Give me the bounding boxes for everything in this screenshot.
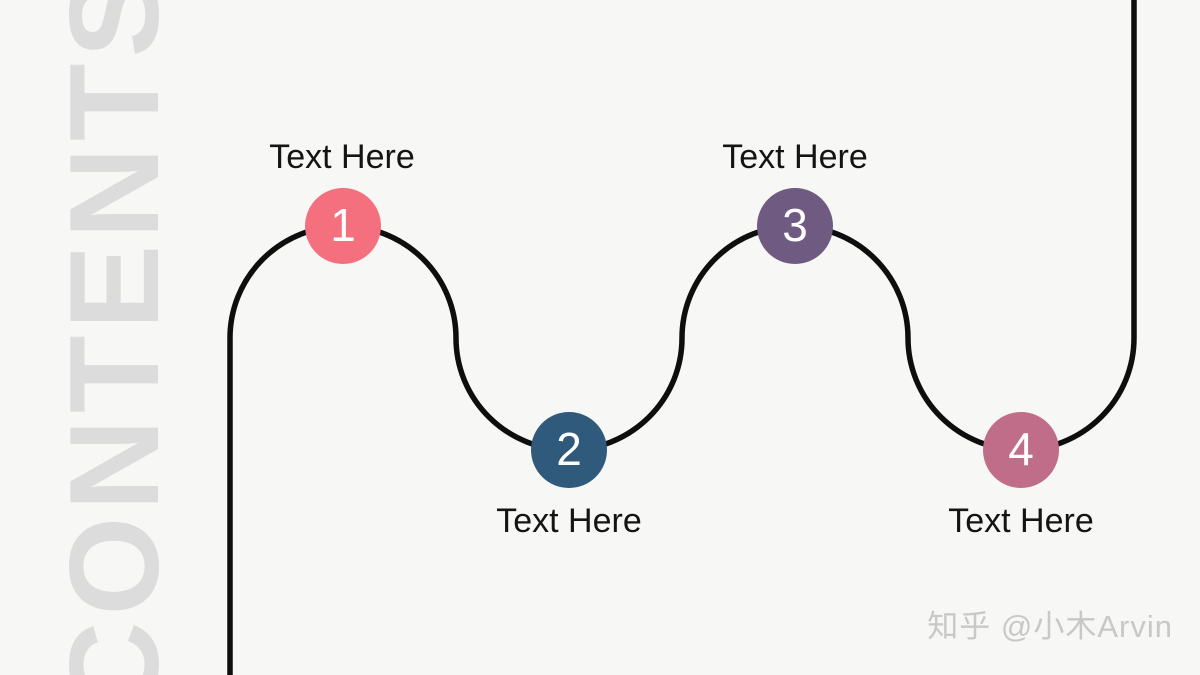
timeline-node-1: 1 bbox=[305, 188, 381, 264]
timeline-wave-path bbox=[227, 0, 1137, 675]
timeline-node-2: 2 bbox=[531, 412, 607, 488]
timeline-node-1-number: 1 bbox=[330, 199, 356, 251]
timeline-node-2-label: Text Here bbox=[496, 502, 642, 540]
zhihu-watermark: 知乎 @小木Arvin bbox=[927, 609, 1173, 644]
timeline-node-4: 4 bbox=[983, 412, 1059, 488]
timeline-node-1-label: Text Here bbox=[269, 138, 415, 176]
timeline-node-3: 3 bbox=[757, 188, 833, 264]
timeline-node-3-label: Text Here bbox=[722, 138, 868, 176]
timeline-node-4-label: Text Here bbox=[948, 502, 1094, 540]
timeline-node-2-number: 2 bbox=[556, 423, 582, 475]
timeline-node-3-number: 3 bbox=[782, 199, 808, 251]
timeline-node-4-number: 4 bbox=[1008, 423, 1034, 475]
